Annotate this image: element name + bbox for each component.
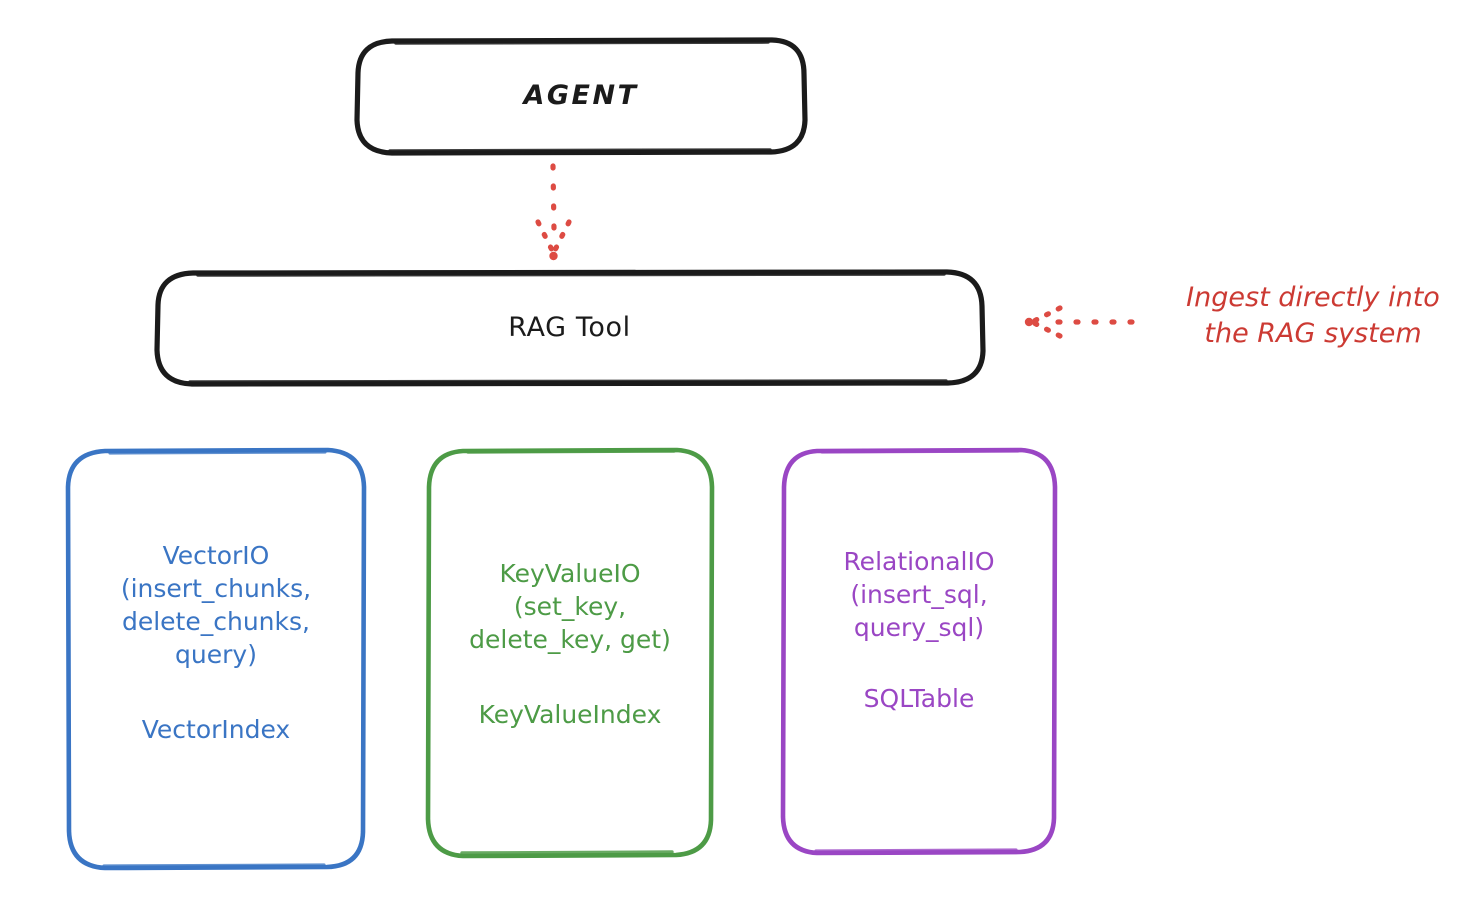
keyvalue-io-title: KeyValueIO (set_key, delete_key, get)	[469, 558, 671, 654]
ingest-arrowhead-bottom-barb	[1029, 319, 1063, 339]
relational-io-title: RelationalIO (insert_sql, query_sql)	[843, 547, 995, 642]
vector-io-text-stack: VectorIO (insert_chunks, delete_chunks, …	[121, 539, 311, 744]
ingest-to-rag-tool-connector	[1024, 305, 1135, 339]
vector-io-node[interactable]: VectorIO (insert_chunks, delete_chunks, …	[68, 450, 364, 868]
vector-io-title: VectorIO (insert_chunks, delete_chunks, …	[120, 540, 312, 669]
relational-io-node[interactable]: RelationalIO (insert_sql, query_sql) SQL…	[783, 450, 1055, 852]
agent-node-label: AGENT	[523, 80, 639, 112]
sql-table-label: SQLTable	[863, 684, 975, 713]
connector-dotted-line	[550, 163, 557, 233]
ingest-arrowhead-top-barb	[1029, 305, 1063, 325]
connector-arrowhead-right-barb	[551, 219, 572, 255]
ingest-arrow-tip	[1024, 317, 1034, 327]
keyvalue-io-node[interactable]: KeyValueIO (set_key, delete_key, get) Ke…	[428, 450, 712, 855]
connector-arrow-tip	[549, 251, 558, 261]
ingest-annotation-text: Ingest directly into the RAG system	[1186, 282, 1440, 350]
rag-tool-node-label: RAG Tool	[508, 311, 631, 343]
agent-to-rag-tool-connector	[535, 163, 572, 261]
vector-index-label: VectorIndex	[141, 714, 291, 744]
keyvalue-io-text-stack: KeyValueIO (set_key, delete_key, get) Ke…	[469, 557, 671, 729]
relational-io-text-stack: RelationalIO (insert_sql, query_sql) SQL…	[843, 545, 994, 713]
rag-tool-node[interactable]: RAG Tool	[157, 272, 982, 384]
connector-arrowhead-left-barb	[535, 219, 556, 255]
agent-node[interactable]: AGENT	[357, 40, 805, 153]
keyvalue-index-label: KeyValueIndex	[478, 699, 662, 729]
